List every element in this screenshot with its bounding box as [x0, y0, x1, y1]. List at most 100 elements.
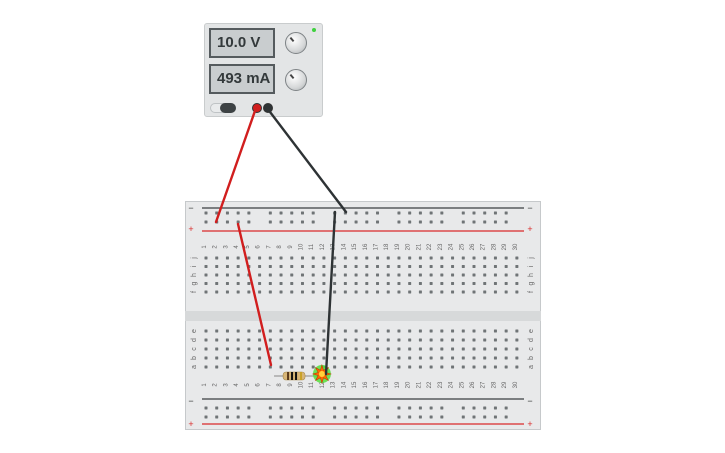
rail-hole[interactable] [483, 220, 487, 224]
terminal-hole[interactable] [472, 338, 476, 342]
terminal-hole[interactable] [429, 256, 433, 260]
rail-hole[interactable] [408, 211, 412, 215]
terminal-hole[interactable] [204, 282, 208, 285]
rail-hole[interactable] [376, 406, 380, 410]
rail-hole[interactable] [333, 406, 337, 410]
positive-supply-wire[interactable] [214, 106, 258, 224]
terminal-hole[interactable] [483, 282, 487, 285]
terminal-hole[interactable] [493, 265, 497, 268]
terminal-hole[interactable] [483, 256, 487, 260]
terminal-hole[interactable] [418, 329, 422, 333]
terminal-hole[interactable] [300, 265, 304, 268]
terminal-hole[interactable] [236, 338, 240, 342]
terminal-hole[interactable] [311, 365, 315, 369]
terminal-hole[interactable] [493, 356, 497, 360]
rail-hole[interactable] [483, 211, 487, 215]
terminal-hole[interactable] [408, 356, 412, 360]
rail-hole[interactable] [247, 220, 251, 224]
terminal-hole[interactable] [515, 356, 519, 360]
rail-hole[interactable] [504, 211, 508, 215]
terminal-hole[interactable] [483, 329, 487, 333]
terminal-hole[interactable] [461, 265, 465, 268]
breadboard-holes[interactable] [204, 211, 519, 419]
rail-hole[interactable] [408, 415, 412, 419]
rail-hole[interactable] [376, 211, 380, 215]
terminal-hole[interactable] [493, 290, 497, 294]
rail-hole[interactable] [247, 415, 251, 419]
terminal-hole[interactable] [215, 365, 219, 369]
terminal-hole[interactable] [204, 347, 208, 351]
terminal-hole[interactable] [472, 347, 476, 351]
components[interactable] [274, 363, 333, 385]
rail-hole[interactable] [354, 211, 358, 215]
terminal-hole[interactable] [418, 290, 422, 294]
rail-hole[interactable] [440, 415, 444, 419]
terminal-hole[interactable] [440, 338, 444, 342]
rail-hole[interactable] [268, 415, 272, 419]
current-knob[interactable] [285, 69, 307, 91]
rail-hole[interactable] [225, 406, 229, 410]
rail-hole[interactable] [418, 220, 422, 224]
terminal-hole[interactable] [311, 282, 315, 285]
terminal-hole[interactable] [225, 347, 229, 351]
terminal-hole[interactable] [204, 265, 208, 268]
rail-hole[interactable] [376, 415, 380, 419]
terminal-hole[interactable] [290, 290, 294, 294]
rail-hole[interactable] [204, 220, 208, 224]
rail-hole[interactable] [440, 211, 444, 215]
terminal-hole[interactable] [365, 329, 369, 333]
terminal-hole[interactable] [311, 256, 315, 260]
rail-hole[interactable] [268, 406, 272, 410]
terminal-hole[interactable] [515, 329, 519, 333]
terminal-hole[interactable] [258, 273, 262, 277]
terminal-hole[interactable] [440, 256, 444, 260]
terminal-hole[interactable] [268, 282, 272, 285]
negative-jumper-wire[interactable] [324, 210, 337, 376]
terminal-hole[interactable] [215, 273, 219, 277]
rail-hole[interactable] [461, 406, 465, 410]
rail-hole[interactable] [279, 220, 283, 224]
terminal-hole[interactable] [472, 356, 476, 360]
terminal-hole[interactable] [429, 273, 433, 277]
rail-hole[interactable] [343, 220, 347, 224]
terminal-hole[interactable] [215, 256, 219, 260]
terminal-hole[interactable] [215, 338, 219, 342]
terminal-hole[interactable] [376, 282, 380, 285]
terminal-hole[interactable] [472, 256, 476, 260]
terminal-hole[interactable] [451, 256, 455, 260]
terminal-hole[interactable] [386, 329, 390, 333]
terminal-hole[interactable] [290, 329, 294, 333]
rail-hole[interactable] [365, 220, 369, 224]
terminal-hole[interactable] [418, 347, 422, 351]
terminal-hole[interactable] [343, 338, 347, 342]
terminal-hole[interactable] [300, 290, 304, 294]
terminal-hole[interactable] [429, 265, 433, 268]
rail-hole[interactable] [440, 220, 444, 224]
rail-hole[interactable] [472, 406, 476, 410]
terminal-hole[interactable] [204, 273, 208, 277]
terminal-hole[interactable] [311, 329, 315, 333]
terminal-hole[interactable] [472, 329, 476, 333]
rail-hole[interactable] [365, 211, 369, 215]
terminal-hole[interactable] [376, 290, 380, 294]
rail-hole[interactable] [268, 220, 272, 224]
terminal-hole[interactable] [279, 356, 283, 360]
terminal-hole[interactable] [504, 256, 508, 260]
rail-hole[interactable] [279, 211, 283, 215]
terminal-hole[interactable] [515, 256, 519, 260]
terminal-hole[interactable] [300, 256, 304, 260]
terminal-hole[interactable] [418, 273, 422, 277]
terminal-hole[interactable] [225, 365, 229, 369]
rail-hole[interactable] [343, 406, 347, 410]
terminal-hole[interactable] [504, 282, 508, 285]
terminal-hole[interactable] [236, 273, 240, 277]
terminal-hole[interactable] [515, 365, 519, 369]
terminal-hole[interactable] [215, 290, 219, 294]
terminal-hole[interactable] [429, 290, 433, 294]
rail-hole[interactable] [429, 415, 433, 419]
rail-hole[interactable] [247, 406, 251, 410]
terminal-hole[interactable] [343, 365, 347, 369]
terminal-hole[interactable] [343, 329, 347, 333]
terminal-hole[interactable] [225, 256, 229, 260]
terminal-hole[interactable] [440, 365, 444, 369]
